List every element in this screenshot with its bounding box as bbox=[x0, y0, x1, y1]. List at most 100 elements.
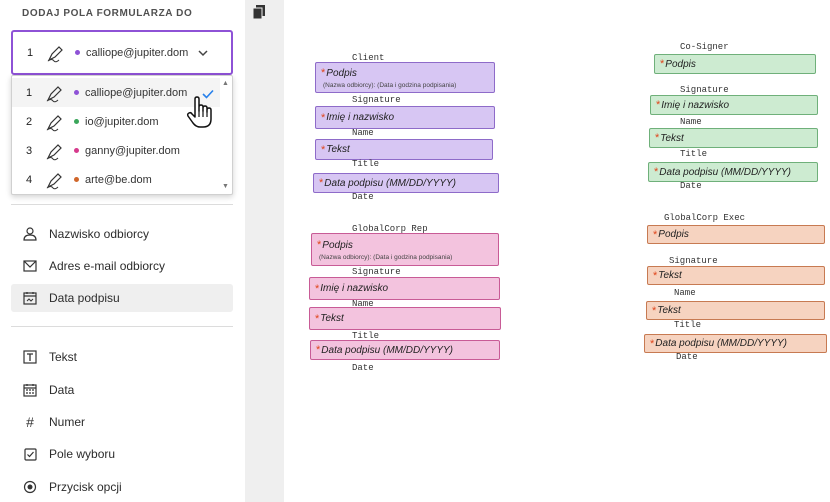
date-field[interactable]: *Data podpisu (MM/DD/YYYY) bbox=[644, 334, 827, 353]
field-checkbox[interactable]: Pole wyboru bbox=[11, 440, 233, 468]
sidebar-divider bbox=[11, 326, 233, 327]
recipient-color-dot bbox=[75, 50, 80, 55]
checkmark-icon bbox=[202, 86, 214, 104]
recipient-number: 1 bbox=[27, 46, 34, 59]
field-caption: Signature bbox=[352, 95, 401, 105]
field-label: Przycisk opcji bbox=[49, 480, 122, 494]
field-text[interactable]: Tekst bbox=[11, 343, 233, 371]
signature-pen-icon bbox=[44, 82, 66, 104]
field-caption: Date bbox=[680, 181, 702, 191]
radio-icon bbox=[22, 479, 38, 495]
signature-pen-icon bbox=[44, 169, 66, 191]
recipient-color-dot bbox=[74, 177, 79, 182]
field-placeholder: Imię i nazwisko bbox=[320, 283, 389, 294]
signature-field[interactable]: *Podpis bbox=[654, 54, 816, 74]
field-number[interactable]: # Numer bbox=[11, 408, 233, 436]
field-placeholder: Podpis bbox=[322, 239, 353, 251]
recipient-email: calliope@jupiter.dom bbox=[86, 46, 189, 59]
field-date[interactable]: Data bbox=[11, 376, 233, 404]
field-caption: Title bbox=[674, 320, 702, 330]
text-field[interactable]: *Tekst bbox=[309, 307, 501, 330]
signature-field[interactable]: *Podpis (Nazwa odbiorcy): (Data i godzin… bbox=[315, 62, 495, 93]
field-subtext: (Nazwa odbiorcy): (Data i godzina podpis… bbox=[319, 253, 453, 261]
field-caption: Title bbox=[352, 159, 380, 169]
recipient-email: arte@be.dom bbox=[85, 173, 152, 186]
recipient-option[interactable]: 2 io@jupiter.dom bbox=[12, 107, 220, 136]
sidebar: DODAJ POLA FORMULARZA DO 1 calliope@jupi… bbox=[0, 0, 245, 502]
signature-field[interactable]: *Podpis (Nazwa odbiorcy): (Data i godzin… bbox=[311, 233, 499, 266]
date-field[interactable]: *Data podpisu (MM/DD/YYYY) bbox=[310, 340, 500, 360]
hand-cursor-icon bbox=[186, 96, 214, 135]
field-subtext: (Nazwa odbiorcy): (Data i godzina podpis… bbox=[323, 81, 457, 89]
field-caption: Name bbox=[352, 299, 374, 309]
name-field[interactable]: *Imię i nazwisko bbox=[650, 95, 818, 115]
field-caption: Date bbox=[676, 352, 698, 362]
field-placeholder: Tekst bbox=[660, 132, 684, 144]
field-caption: Title bbox=[680, 149, 708, 159]
field-caption: Signature bbox=[352, 267, 401, 277]
hash-icon: # bbox=[26, 414, 34, 430]
signature-field[interactable]: *Podpis bbox=[647, 225, 825, 244]
scroll-down-icon[interactable]: ▼ bbox=[222, 183, 229, 190]
field-recipient-email[interactable]: Adres e-mail odbiorcy bbox=[11, 252, 233, 280]
recipient-option[interactable]: 4 arte@be.dom bbox=[12, 165, 220, 194]
field-placeholder: Tekst bbox=[320, 313, 344, 324]
signature-pen-icon bbox=[44, 140, 66, 162]
field-caption: Signature bbox=[680, 85, 729, 95]
recipient-email: io@jupiter.dom bbox=[85, 115, 159, 128]
date-field[interactable]: *Data podpisu (MM/DD/YYYY) bbox=[648, 162, 818, 182]
text-field[interactable]: *Tekst bbox=[315, 139, 493, 160]
text-field[interactable]: *Tekst bbox=[647, 266, 825, 285]
field-placeholder: Podpis bbox=[326, 67, 357, 79]
field-radio[interactable]: Przycisk opcji bbox=[11, 473, 233, 501]
name-field[interactable]: *Imię i nazwisko bbox=[309, 277, 500, 300]
recipient-color-dot bbox=[74, 90, 79, 95]
dropdown-scrollbar[interactable]: ▲ ▼ bbox=[220, 80, 230, 190]
field-placeholder: Tekst bbox=[658, 270, 682, 281]
sidebar-divider bbox=[11, 204, 233, 205]
signature-pen-icon bbox=[44, 111, 66, 133]
block-heading: GlobalCorp Exec bbox=[664, 213, 746, 223]
field-caption: Name bbox=[680, 117, 702, 127]
field-placeholder: Podpis bbox=[658, 229, 689, 240]
field-label: Data podpisu bbox=[49, 291, 120, 305]
toolbar-gutter bbox=[245, 0, 284, 502]
block-heading: GlobalCorp Rep bbox=[352, 224, 428, 234]
field-caption: Date bbox=[352, 363, 374, 373]
block-heading: Client bbox=[352, 53, 385, 63]
sidebar-title: DODAJ POLA FORMULARZA DO bbox=[22, 8, 193, 19]
field-signature-date[interactable]: Data podpisu bbox=[11, 284, 233, 312]
field-caption: Name bbox=[674, 288, 696, 298]
scroll-up-icon[interactable]: ▲ bbox=[222, 80, 229, 87]
field-label: Tekst bbox=[49, 350, 78, 364]
field-placeholder: Imię i nazwisko bbox=[661, 99, 730, 111]
field-label: Nazwisko odbiorcy bbox=[49, 227, 150, 241]
field-placeholder: Imię i nazwisko bbox=[326, 112, 395, 123]
field-placeholder: Data podpisu (MM/DD/YYYY) bbox=[659, 166, 791, 178]
text-field-icon bbox=[22, 349, 38, 365]
name-field[interactable]: *Imię i nazwisko bbox=[315, 106, 495, 129]
recipient-email: ganny@jupiter.dom bbox=[85, 144, 180, 157]
person-icon bbox=[22, 226, 38, 242]
field-label: Pole wyboru bbox=[49, 447, 116, 461]
field-placeholder: Podpis bbox=[665, 58, 696, 70]
field-recipient-name[interactable]: Nazwisko odbiorcy bbox=[11, 220, 233, 248]
recipient-color-dot bbox=[74, 119, 79, 124]
recipient-number: 3 bbox=[26, 144, 33, 157]
text-field[interactable]: *Tekst bbox=[646, 301, 825, 320]
field-placeholder: Tekst bbox=[326, 144, 350, 155]
recipient-email: calliope@jupiter.dom bbox=[85, 86, 188, 99]
recipient-option[interactable]: 1 calliope@jupiter.dom bbox=[12, 78, 220, 107]
recipient-option[interactable]: 3 ganny@jupiter.dom bbox=[12, 136, 220, 165]
field-label: Data bbox=[49, 383, 75, 397]
field-caption: Name bbox=[352, 128, 374, 138]
calendar-signature-icon bbox=[22, 290, 38, 306]
document-page: Client *Podpis (Nazwa odbiorcy): (Data i… bbox=[284, 0, 830, 502]
copy-icon[interactable] bbox=[252, 4, 266, 25]
field-placeholder: Data podpisu (MM/DD/YYYY) bbox=[321, 344, 453, 356]
date-field[interactable]: *Data podpisu (MM/DD/YYYY) bbox=[313, 173, 499, 193]
chevron-down-icon[interactable] bbox=[198, 49, 208, 57]
signature-pen-icon bbox=[45, 42, 67, 64]
text-field[interactable]: *Tekst bbox=[649, 128, 818, 148]
recipient-select[interactable]: 1 calliope@jupiter.dom bbox=[11, 30, 233, 75]
